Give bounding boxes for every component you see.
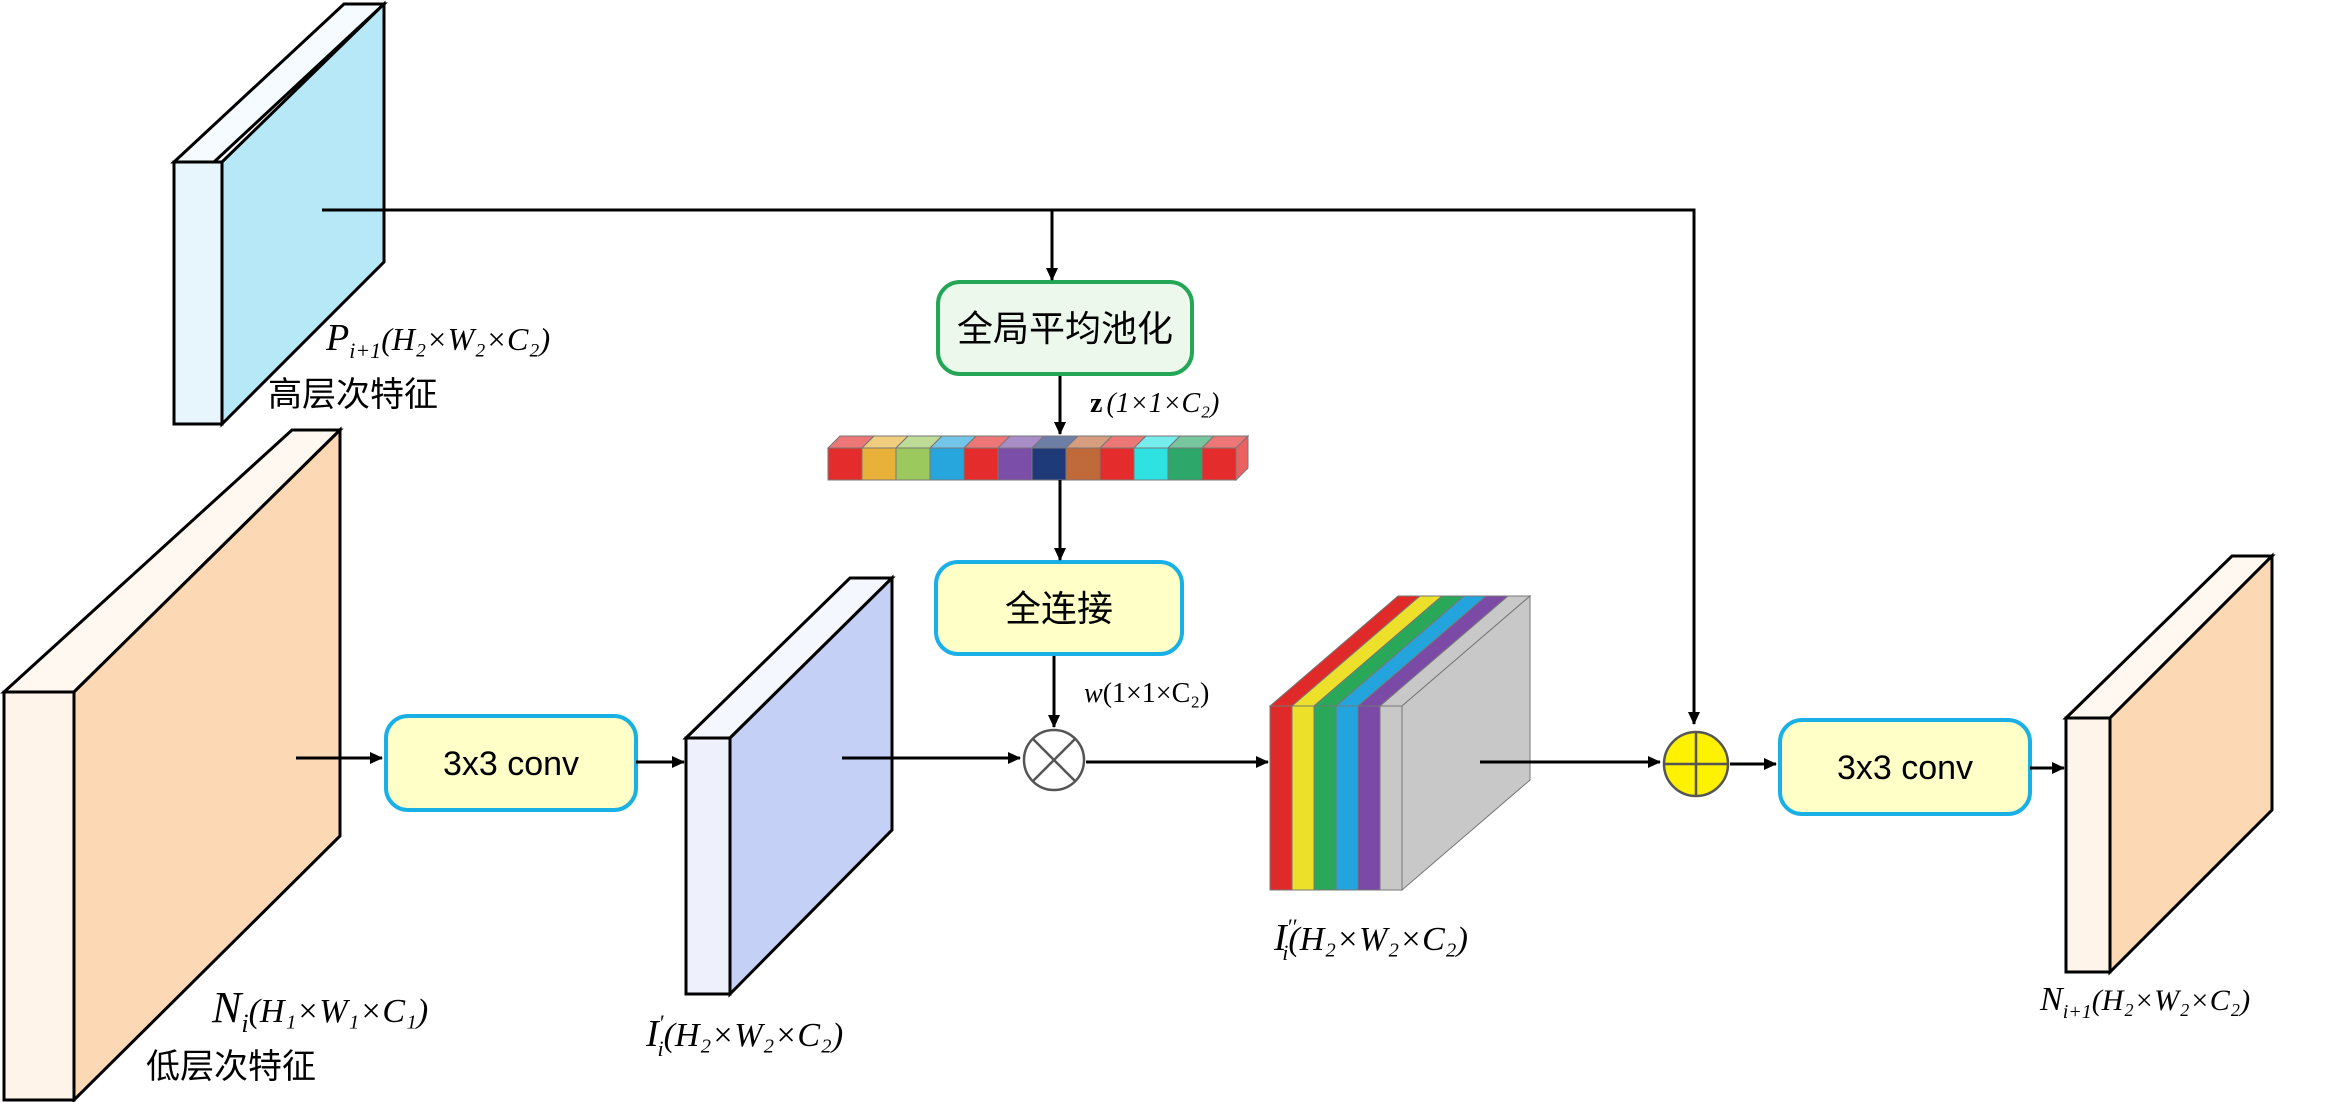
i-double-prime-block xyxy=(1268,594,1532,892)
gap-label: 全局平均池化 xyxy=(957,309,1173,350)
z-vector-cell xyxy=(1098,435,1148,481)
low-feature-face xyxy=(72,426,342,1102)
output-side xyxy=(2064,716,2112,974)
z-vector-cell xyxy=(1200,434,1250,482)
high-feature-caption: 高层次特征 xyxy=(268,375,438,415)
conv1-label: 3x3 conv xyxy=(443,745,579,783)
z-vector-cell xyxy=(826,435,876,481)
low-level-feature-block xyxy=(0,426,344,1102)
connections xyxy=(296,208,2065,774)
output-face xyxy=(2108,552,2274,976)
z-vector-cell xyxy=(894,435,944,481)
output-math-label: Ni+1(H₂×W₂×C₂) xyxy=(2039,981,2250,1023)
i-prime-side xyxy=(684,736,732,996)
z-vector-cell xyxy=(962,435,1012,481)
i-prime-face xyxy=(728,574,894,998)
stack-slice xyxy=(1378,595,1532,891)
high-feature-face xyxy=(220,0,386,428)
z-vector-cell xyxy=(1030,435,1080,481)
high-level-feature-block xyxy=(170,0,388,428)
high-feature-side xyxy=(172,160,224,426)
low-feature-math-label: Ni(H₁×W₁×C₁) xyxy=(211,983,428,1038)
z-vector-cell xyxy=(1132,435,1182,481)
z-vector-cell xyxy=(860,435,910,481)
z-vector-label: z(1×1×C₂) xyxy=(1090,388,1219,419)
i-double-prime-math-label: I′′i(H₂×W₂×C₂) xyxy=(1273,914,1468,965)
z-vector-cell xyxy=(996,435,1046,481)
stack-slice xyxy=(1334,595,1488,891)
skip-line xyxy=(322,208,1700,725)
high-feature-math-label: Pi+1(H₂×W₂×C₂) xyxy=(325,317,550,363)
conv2-label: 3x3 conv xyxy=(1837,749,1973,787)
z-vector-cell xyxy=(1166,435,1216,481)
w-label: w(1×1×C₂) xyxy=(1084,678,1209,709)
fc-box xyxy=(934,560,1184,656)
gap-box xyxy=(936,280,1194,376)
i-prime-block xyxy=(682,574,896,998)
add-node xyxy=(1662,730,1730,798)
low-feature-side xyxy=(2,690,76,1102)
stack-slice xyxy=(1312,595,1466,891)
stack-back-face xyxy=(1401,594,1531,892)
i-prime-math-label: I′i(H₂×W₂×C₂) xyxy=(645,1010,843,1061)
output-block xyxy=(2062,552,2276,976)
multiply-node xyxy=(1022,728,1086,792)
z-vector xyxy=(826,434,1250,482)
fc-label: 全连接 xyxy=(1005,589,1113,630)
stack-slice xyxy=(1290,595,1444,891)
low-feature-caption: 低层次特征 xyxy=(146,1047,316,1087)
